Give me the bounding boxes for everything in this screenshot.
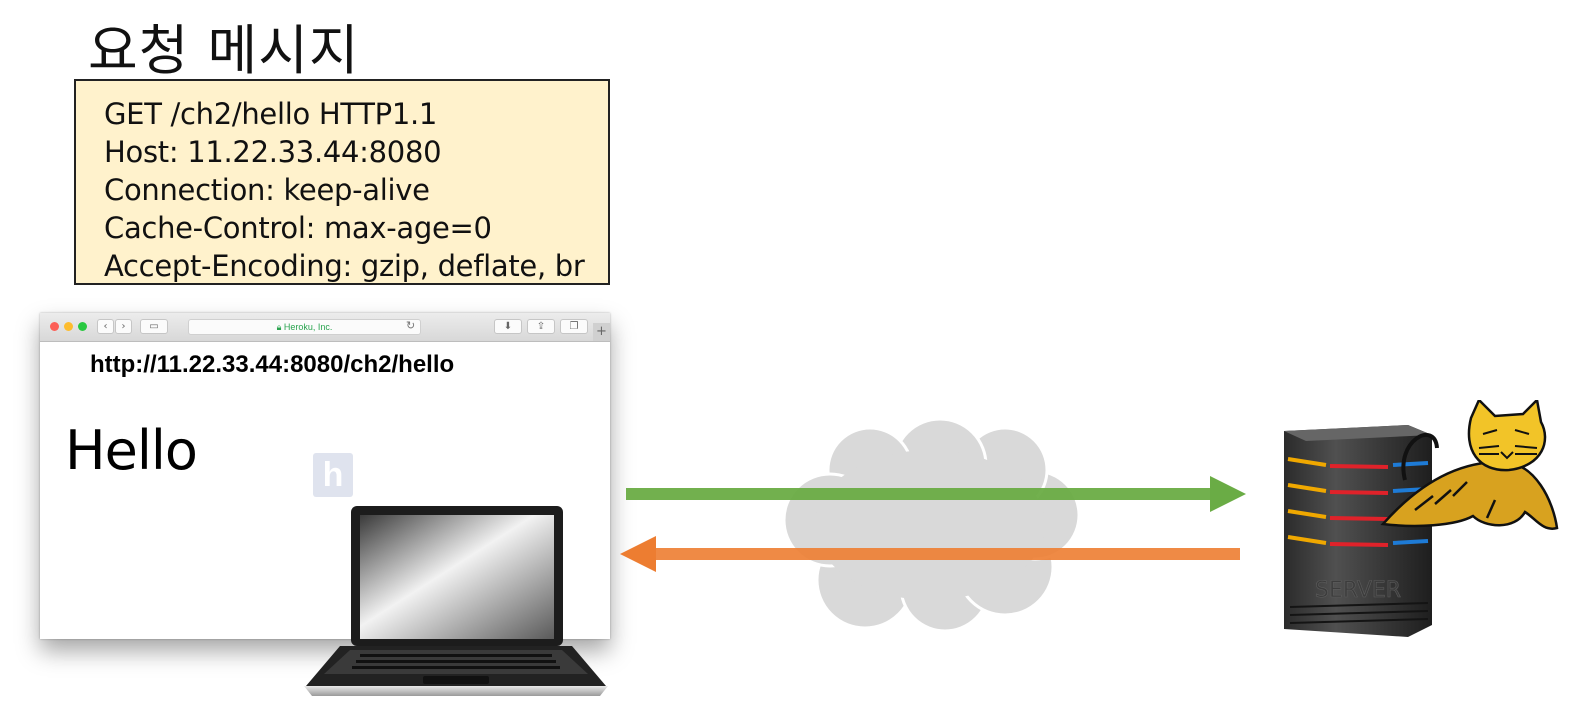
request-header-accept-encoding: Accept-Encoding: gzip, deflate, br — [104, 249, 585, 283]
back-button[interactable]: ‹ — [97, 319, 114, 334]
reload-icon[interactable]: ↻ — [406, 319, 416, 332]
lock-icon: 🔒︎ — [276, 322, 282, 332]
zoom-window-button[interactable] — [78, 322, 87, 331]
request-line: GET /ch2/hello HTTP1.1 — [104, 97, 438, 131]
forward-button[interactable]: › — [115, 319, 132, 334]
request-message-box: GET /ch2/hello HTTP1.1 Host: 11.22.33.44… — [74, 79, 610, 285]
address-bar[interactable]: 🔒︎ Heroku, Inc. — [188, 319, 421, 335]
server-label: SERVER — [1315, 578, 1401, 603]
minimize-window-button[interactable] — [64, 322, 73, 331]
sidebar-icon[interactable]: ▭ — [140, 319, 168, 334]
cloud-icon — [782, 417, 1081, 633]
page-url: http://11.22.33.44:8080/ch2/hello — [90, 351, 455, 378]
browser-toolbar: ‹ › ▭ 🔒︎ Heroku, Inc. ↻ ⬇ ⇪ ❐ + — [40, 313, 610, 342]
share-icon[interactable]: ⇪ — [527, 319, 555, 334]
tabs-icon[interactable]: ❐ — [560, 319, 588, 334]
response-arrow — [620, 536, 1240, 572]
tomcat-icon — [1380, 400, 1559, 530]
page-content-hello: Hello — [65, 419, 198, 482]
close-window-button[interactable] — [50, 322, 59, 331]
address-bar-text: Heroku, Inc. — [283, 322, 333, 332]
server-icon: SERVER — [1284, 425, 1432, 637]
download-icon[interactable]: ⬇ — [494, 319, 522, 334]
request-header-host: Host: 11.22.33.44:8080 — [104, 135, 442, 169]
diagram-title: 요청 메시지 — [88, 19, 360, 82]
browser-window: ‹ › ▭ 🔒︎ Heroku, Inc. ↻ ⬇ ⇪ ❐ + http://1… — [40, 313, 610, 639]
laptop-icon — [304, 506, 608, 696]
request-header-connection: Connection: keep-alive — [104, 173, 430, 207]
request-arrow — [626, 476, 1246, 512]
new-tab-button[interactable]: + — [593, 323, 610, 341]
heroku-logo: h — [313, 453, 353, 497]
request-header-cache-control: Cache-Control: max-age=0 — [104, 211, 492, 245]
